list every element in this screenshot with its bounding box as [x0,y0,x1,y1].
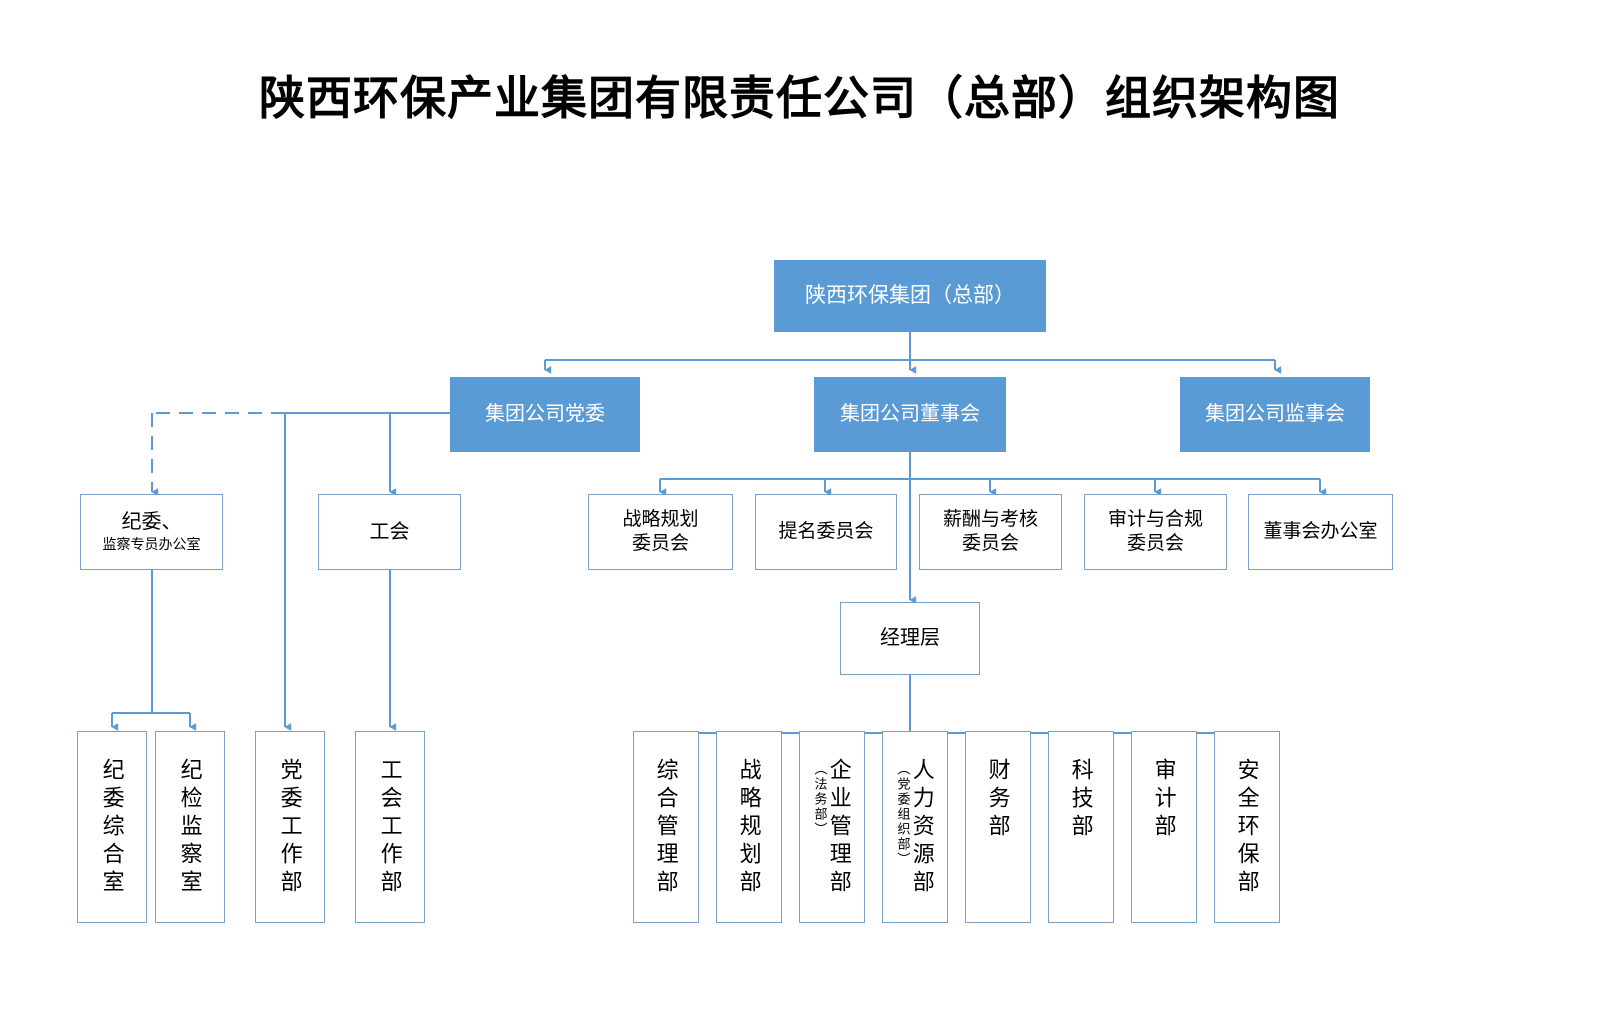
node-dept-human-resources-label: 人力资源部 [909,758,935,898]
node-dept-audit[interactable]: 审计部 [1131,731,1197,923]
node-root-label: 陕西环保集团（总部） [805,283,1015,307]
node-labor-union-label: 工会 [369,520,410,543]
node-board-office[interactable]: 董事会办公室 [1248,494,1393,570]
node-dept-finance[interactable]: 财务部 [965,731,1031,923]
node-labor-union[interactable]: 工会 [318,494,461,570]
node-dept-enterprise-management[interactable]: 企业管理部 （法务部） [799,731,865,923]
node-dept-discipline-supervision-office-label: 纪检监察室 [177,758,203,898]
node-committee-compensation-line1: 薪酬与考核 [942,509,1038,531]
node-dept-strategic-planning-label: 战略规划部 [736,758,762,898]
node-dept-party-work[interactable]: 党委工作部 [255,731,325,923]
node-committee-strategy-line2: 委员会 [631,533,689,554]
node-party-committee[interactable]: 集团公司党委 [450,377,640,452]
node-dept-general-management[interactable]: 综合管理部 [633,731,699,923]
node-dept-strategic-planning[interactable]: 战略规划部 [716,731,782,923]
node-dept-technology[interactable]: 科技部 [1048,731,1114,923]
node-committee-audit-compliance[interactable]: 审计与合规 委员会 [1084,494,1227,570]
node-committee-nomination-line1: 提名委员会 [778,521,874,543]
node-dept-technology-label: 科技部 [1068,758,1094,842]
node-board-of-directors-label: 集团公司董事会 [840,403,980,425]
node-committee-audit-compliance-line2: 委员会 [1126,533,1184,554]
node-dept-general-management-label: 综合管理部 [653,758,679,898]
node-dept-discipline-general-office[interactable]: 纪委综合室 [77,731,147,923]
node-dept-enterprise-management-note: （法务部） [812,762,828,837]
node-committee-audit-compliance-line1: 审计与合规 [1107,509,1203,531]
node-dept-human-resources[interactable]: 人力资源部 （党委组织部） [882,731,948,923]
node-discipline-label-sub: 监察专员办公室 [102,536,201,553]
node-dept-discipline-supervision-office[interactable]: 纪检监察室 [155,731,225,923]
page-title: 陕西环保产业集团有限责任公司（总部）组织架构图 [259,73,1340,124]
node-committee-compensation[interactable]: 薪酬与考核 委员会 [919,494,1062,570]
node-dept-discipline-general-office-label: 纪委综合室 [99,758,125,898]
node-dept-human-resources-note: （党委组织部） [895,762,911,867]
node-committee-strategy[interactable]: 战略规划 委员会 [588,494,733,570]
node-board-of-directors[interactable]: 集团公司董事会 [814,377,1006,452]
node-board-of-supervisors[interactable]: 集团公司监事会 [1180,377,1370,452]
node-discipline-inspection-office[interactable]: 纪委、 监察专员办公室 [80,494,223,570]
node-dept-enterprise-management-label: 企业管理部 [826,758,852,898]
node-dept-finance-label: 财务部 [985,758,1011,842]
node-dept-safety-environment[interactable]: 安全环保部 [1214,731,1280,923]
node-committee-compensation-line2: 委员会 [961,533,1019,554]
node-dept-safety-environment-label: 安全环保部 [1234,758,1260,898]
node-board-office-line1: 董事会办公室 [1263,521,1378,543]
node-management-layer-label: 经理层 [880,627,940,649]
node-dept-party-work-label: 党委工作部 [277,758,303,898]
node-party-committee-label: 集团公司党委 [485,403,605,425]
node-dept-audit-label: 审计部 [1151,758,1177,842]
node-discipline-label-main: 纪委、 [121,511,182,534]
node-board-of-supervisors-label: 集团公司监事会 [1205,403,1345,425]
node-committee-strategy-line1: 战略规划 [622,509,699,531]
node-management-layer[interactable]: 经理层 [840,602,980,675]
node-dept-union-work[interactable]: 工会工作部 [355,731,425,923]
node-dept-union-work-label: 工会工作部 [377,758,403,898]
node-committee-nomination[interactable]: 提名委员会 [755,494,897,570]
node-root[interactable]: 陕西环保集团（总部） [774,260,1046,332]
